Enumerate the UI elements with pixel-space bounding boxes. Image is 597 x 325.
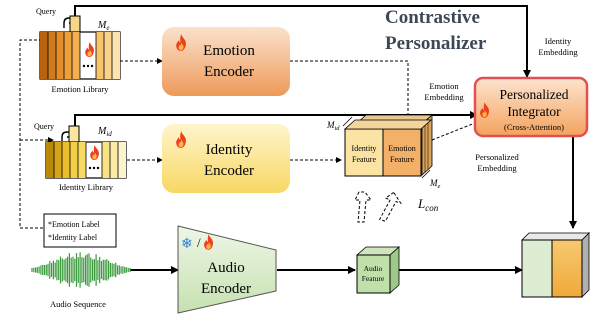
svg-text:Me: Me [97, 20, 109, 32]
feature-cube: Identity Feature Emotion Feature Mid Me [326, 114, 441, 190]
emotion-encoder-to-cube [290, 60, 411, 124]
audio-sequence-caption: Audio Sequence [50, 299, 106, 309]
audio-feature-line-1: Audio [364, 264, 383, 273]
identity-encoder-line-2: Encoder [204, 163, 254, 179]
emotion-embedding-label-2: Embedding [424, 92, 464, 102]
cube-to-integrator [431, 120, 481, 141]
svg-text:Lcon: Lcon [417, 196, 439, 213]
cube-bottom-label: M [429, 178, 438, 188]
emotion-library-caption: Emotion Library [52, 84, 110, 94]
personalized-integrator: Personalized Integrator (Cross-Attention… [473, 76, 589, 138]
identity-embedding-label-2: Embedding [538, 47, 578, 57]
emotion-query-label: Query [36, 7, 56, 16]
identity-encoder: Identity Encoder [162, 124, 290, 193]
identity-library-caption: Identity Library [59, 182, 114, 192]
audio-feature: Audio Feature [355, 246, 401, 294]
labels-block: *Emotion Label *Identity Label [43, 213, 117, 248]
identity-label-text: *Identity Label [48, 233, 98, 242]
svg-text:Me: Me [429, 178, 441, 190]
cube-bottom-label-sub: e [438, 183, 441, 190]
emotion-feature-line-1: Emotion [388, 144, 416, 153]
audio-waveform [31, 252, 131, 288]
audio-encoder-line-1: Audio [207, 260, 245, 276]
contrastive-arrows [354, 191, 402, 223]
svg-text:Mid: Mid [97, 126, 112, 138]
audio-encoder-line-2: Encoder [201, 281, 251, 297]
emotion-encoder: Emotion Encoder [162, 27, 290, 96]
identity-matrix-label-sub: id [106, 130, 112, 138]
loss-label-sub: con [425, 203, 438, 213]
identity-query-label: Query [34, 122, 54, 131]
identity-feature-line-1: Identity [352, 144, 377, 153]
identity-query-path [74, 111, 478, 126]
identity-encoder-line-1: Identity [206, 142, 253, 158]
audio-encoder-toggle-separator: / [197, 235, 201, 250]
emotion-matrix-label: M [97, 20, 107, 31]
personalized-embedding-label-2: Embedding [477, 163, 517, 173]
identity-feature-line-2: Feature [352, 155, 376, 164]
title-line-2: Personalizer [385, 33, 487, 54]
emotion-embedding-label-1: Emotion [429, 81, 459, 91]
emotion-encoder-line-1: Emotion [203, 43, 255, 59]
integrator-line-1: Personalized [500, 87, 569, 102]
svg-text:Mid: Mid [326, 120, 340, 132]
personalized-embedding-label-1: Personalized [475, 152, 519, 162]
integrator-line-2: Integrator [507, 104, 561, 119]
identity-embedding-path [74, 5, 531, 78]
cube-top-label-sub: id [335, 125, 341, 132]
emotion-encoder-line-2: Encoder [204, 64, 254, 80]
output-block [521, 232, 590, 298]
emotion-matrix-label-sub: e [106, 24, 109, 32]
labels-feedback-path [19, 37, 54, 229]
identity-embedding-label-1: Identity [545, 36, 572, 46]
audio-feature-line-2: Feature [362, 274, 385, 283]
identity-library: Query Mid Identity Library [34, 122, 127, 192]
title-line-1: Contrastive [385, 7, 480, 28]
loss-label: L [417, 196, 425, 211]
integrator-line-3: (Cross-Attention) [504, 122, 564, 132]
identity-matrix-label: M [97, 126, 107, 137]
emotion-feature-line-2: Feature [390, 155, 414, 164]
cube-top-label: M [326, 120, 335, 130]
audio-encoder: ❄ / Audio Encoder [177, 225, 277, 314]
snowflake-icon: ❄ [181, 235, 193, 251]
emotion-label-text: *Emotion Label [48, 220, 101, 229]
emotion-library: Query Me Emotion Library [36, 7, 121, 94]
